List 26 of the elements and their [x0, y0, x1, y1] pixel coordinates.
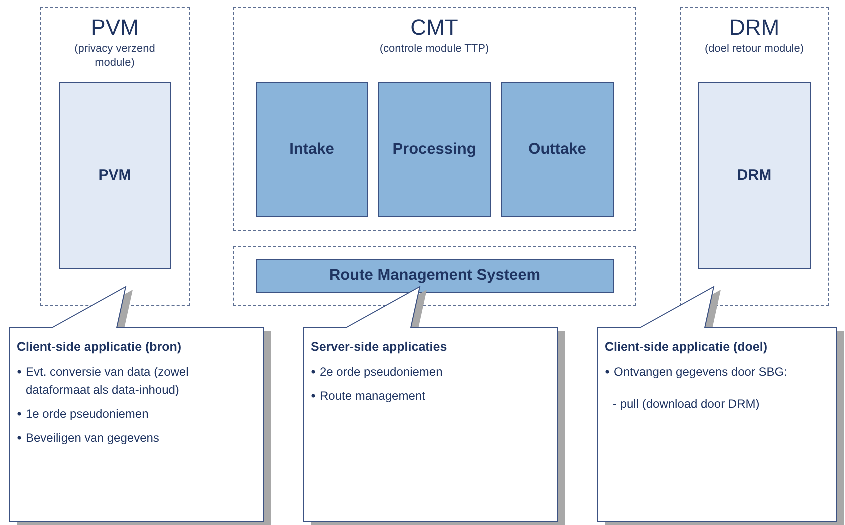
box-label: DRM — [737, 167, 772, 184]
callout-heading: Client-side applicatie (bron) — [17, 340, 183, 355]
box-label: Outtake — [528, 140, 586, 158]
module-title: DRM — [728, 16, 781, 40]
module-box — [59, 82, 171, 269]
box-label: PVM — [98, 167, 132, 184]
process-box — [501, 82, 614, 217]
module-subtitle: (controle module TTP) — [378, 42, 490, 56]
module-box — [698, 82, 811, 269]
sub-item-text: - pull (download door DRM) — [612, 396, 761, 413]
callout-heading: Server-side applicaties — [311, 340, 448, 355]
process-box — [256, 82, 368, 217]
dashed-container — [233, 246, 636, 306]
module-subtitle: (privacy verzend module) — [74, 42, 156, 70]
callout-heading: Client-side applicatie (doel) — [605, 340, 769, 355]
process-box — [256, 259, 614, 293]
process-box — [378, 82, 491, 217]
module-title: CMT — [410, 16, 460, 40]
box-label: Processing — [392, 140, 476, 158]
module-container — [40, 7, 190, 306]
box-label: Intake — [290, 140, 334, 158]
module-subtitle: (doel retour module) — [704, 42, 806, 56]
module-container — [233, 7, 636, 231]
module-container — [680, 7, 829, 306]
box-label: Route Management Systeem — [329, 267, 541, 285]
module-title: PVM — [90, 16, 140, 40]
